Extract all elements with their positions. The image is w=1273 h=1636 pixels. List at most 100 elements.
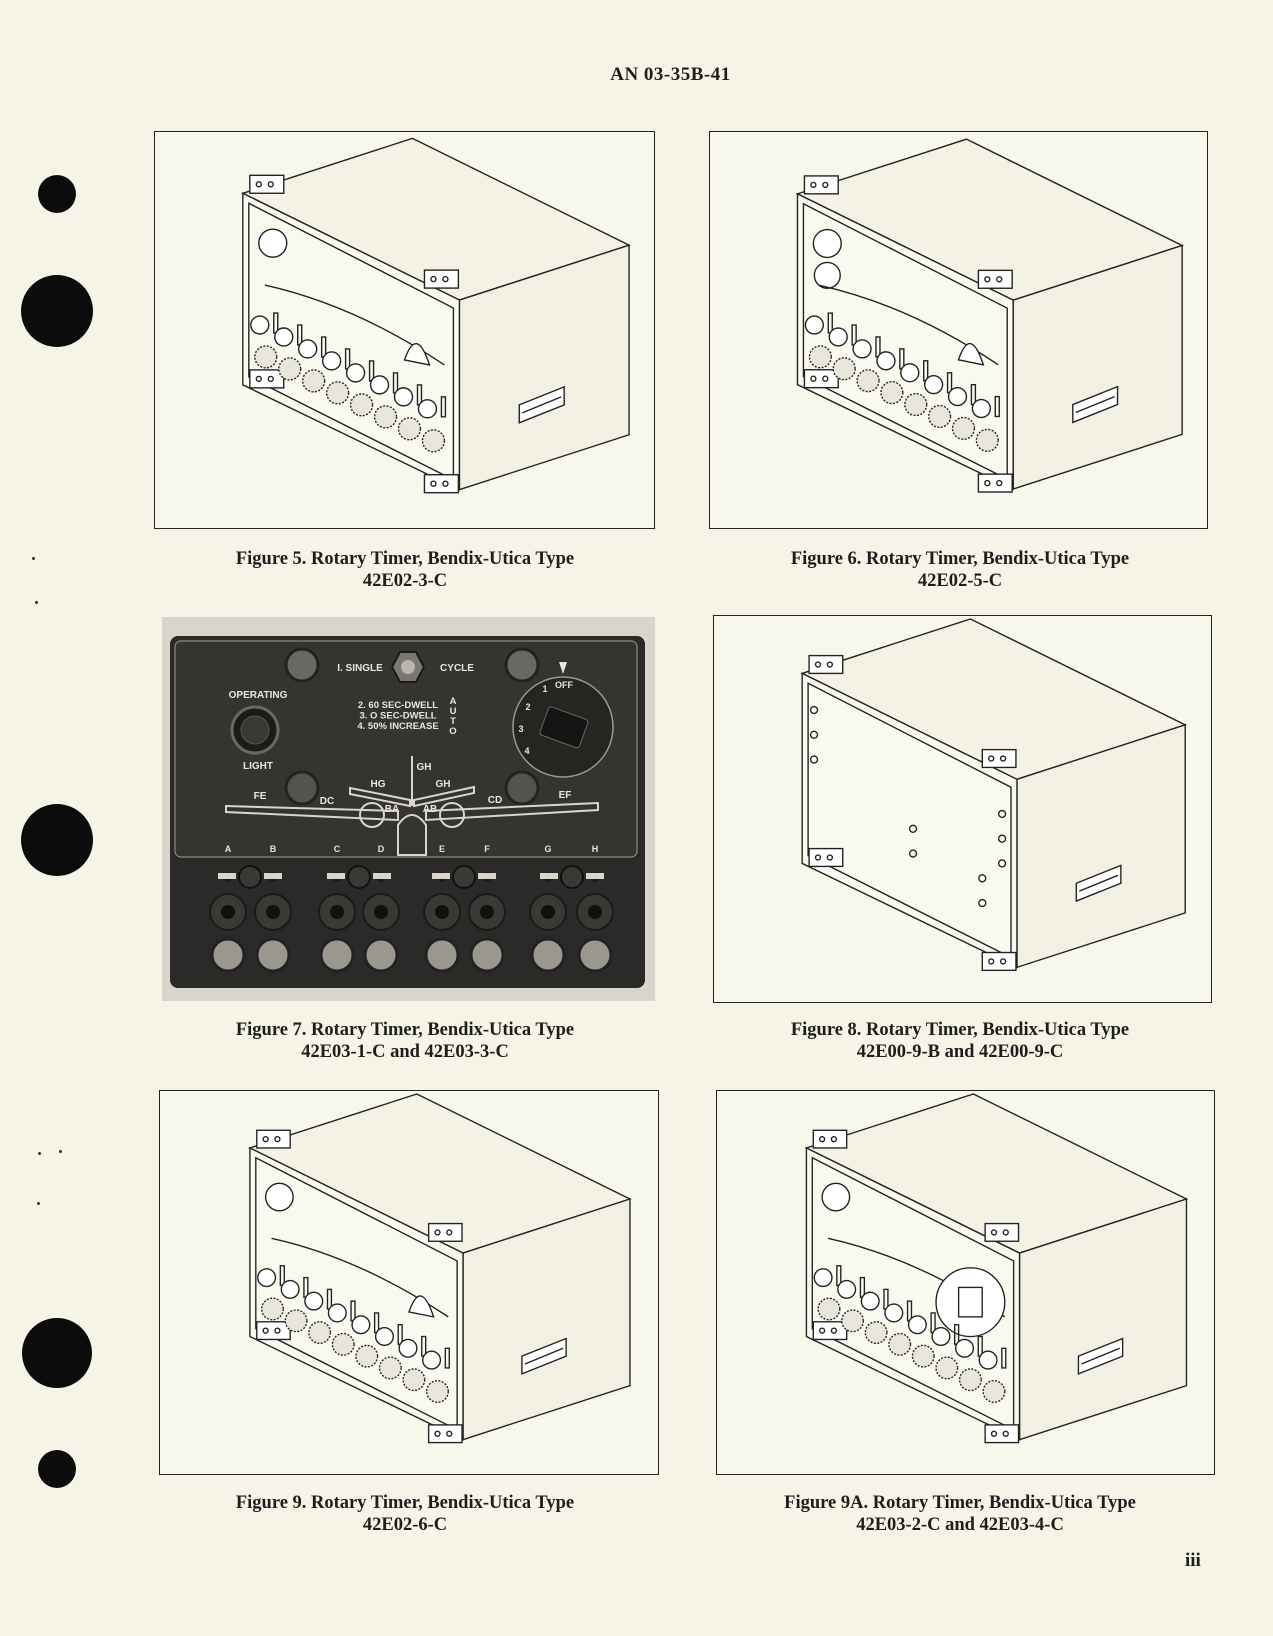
bracket-hole: [996, 479, 1003, 487]
figure-7-photo: I. SINGLE CYCLE OPERATING LIGHT 2. 60 SE…: [162, 617, 655, 1001]
nameplate-text-line: [521, 396, 562, 414]
indicator-lamp: [813, 261, 841, 289]
bracket-hole: [826, 661, 834, 668]
mounting-bracket: [984, 1222, 1020, 1242]
channel-label: A: [225, 844, 232, 854]
front-face: [796, 192, 1014, 491]
fuse-holder: [424, 937, 460, 973]
bracket-hole: [814, 854, 822, 861]
channel-lamp: [560, 865, 584, 889]
channel-label: D: [378, 844, 385, 854]
document-number-header: AN 03-35B-41: [0, 64, 1273, 86]
fuse-knob: [325, 381, 350, 405]
channel-switch: [804, 315, 825, 335]
bracket-hole: [818, 1135, 826, 1143]
label-single: I. SINGLE: [337, 663, 383, 674]
fuse-knob: [373, 405, 398, 429]
mounting-bracket: [427, 1222, 463, 1242]
bracket-hole: [999, 755, 1007, 762]
rear-screw: [978, 898, 987, 908]
bracket-hole: [442, 480, 449, 487]
nameplate: [586, 873, 604, 879]
channel-switch: [480, 905, 494, 919]
rear-screw: [978, 874, 987, 883]
fuse-holder: [319, 937, 355, 973]
dial-label-off: OFF: [555, 680, 573, 690]
bracket-hole: [999, 958, 1007, 965]
indicator-lamp: [504, 647, 540, 683]
scan-speck: [32, 557, 35, 560]
mounting-bracket: [977, 473, 1013, 493]
nameplate-text-line: [524, 1347, 564, 1365]
front-face: [801, 672, 1018, 969]
label-light: LIGHT: [243, 761, 273, 772]
bracket-hole: [446, 1430, 453, 1437]
fuse-knob: [832, 357, 856, 381]
channel-switch: [837, 1279, 857, 1299]
label-fe: FE: [254, 791, 267, 802]
channel-switch: [588, 905, 602, 919]
channel-switch: [221, 905, 235, 919]
figure-9a-caption: Figure 9A. Rotary Timer, Bendix-Utica Ty…: [710, 1492, 1210, 1536]
indicator-lamp: [284, 770, 320, 806]
airplane-diagram: [225, 756, 599, 856]
fuse-knob: [254, 345, 278, 369]
mounting-bracket: [981, 748, 1017, 769]
operating-light-lens: [240, 715, 270, 745]
fuse-knob: [911, 1344, 935, 1368]
mounting-bracket: [808, 847, 844, 868]
label-auto: U: [450, 706, 457, 717]
indicator-lamp: [258, 228, 288, 258]
fuse-knob: [397, 417, 422, 441]
caption-model: 42E00-9-B and 42E00-9-C: [856, 1042, 1064, 1062]
timer-unit-drawing: [800, 618, 1188, 972]
mode-selector-knob: [957, 1286, 983, 1318]
mounting-bracket: [984, 1424, 1020, 1444]
binder-hole: [38, 175, 76, 213]
timer-unit-drawing: [804, 1093, 1189, 1444]
channel-lamp: [347, 865, 371, 889]
fuse-knob: [302, 369, 326, 393]
label-ab: AB: [423, 804, 437, 815]
fuse-knob: [951, 416, 976, 441]
channel-switch: [398, 1338, 418, 1358]
fuse-knob: [261, 1297, 284, 1321]
bracket-hole: [984, 479, 991, 487]
fuse-knob: [331, 1332, 355, 1356]
mode-selector-knob: [539, 706, 589, 749]
bracket-hole: [434, 1430, 441, 1437]
figure-8-drawing: [713, 615, 1212, 1003]
mounting-bracket: [803, 369, 839, 389]
bracket-hole: [1002, 1430, 1009, 1437]
channel-switch: [971, 398, 992, 419]
channel-switch: [860, 1291, 880, 1311]
mounting-bracket: [256, 1321, 291, 1341]
channel-label: E: [439, 844, 445, 854]
fuse-knob: [841, 1309, 865, 1333]
bracket-hole: [826, 854, 834, 861]
nameplate-text-line: [1079, 874, 1119, 892]
channel-switch: [417, 399, 438, 419]
bracket-hole: [822, 375, 829, 382]
channel-switch: [321, 351, 342, 371]
channel-slot: [994, 395, 1000, 418]
label-cd: CD: [488, 795, 502, 806]
fuse-knob: [864, 1321, 888, 1345]
caption-line: Figure 8. Rotary Timer, Bendix-Utica Typ…: [790, 1020, 1130, 1040]
indicator-lamp: [504, 770, 540, 806]
channel-switch: [852, 339, 872, 359]
mode-selector-knob: [957, 342, 985, 366]
label-gh-top: GH: [417, 762, 432, 773]
dial-label-4: 4: [524, 746, 529, 756]
fuse-knob: [421, 429, 446, 453]
label-ba: BA: [385, 804, 399, 815]
channel-switch: [266, 905, 280, 919]
fuse-holder: [210, 937, 246, 973]
bracket-hole: [830, 1327, 838, 1334]
indicator-lamp: [812, 228, 842, 259]
channel-label: C: [334, 844, 341, 854]
channel-lamp: [452, 865, 476, 889]
channel-switch: [304, 1291, 324, 1311]
rear-screw: [809, 730, 819, 739]
timer-unit-drawing: [240, 137, 631, 494]
